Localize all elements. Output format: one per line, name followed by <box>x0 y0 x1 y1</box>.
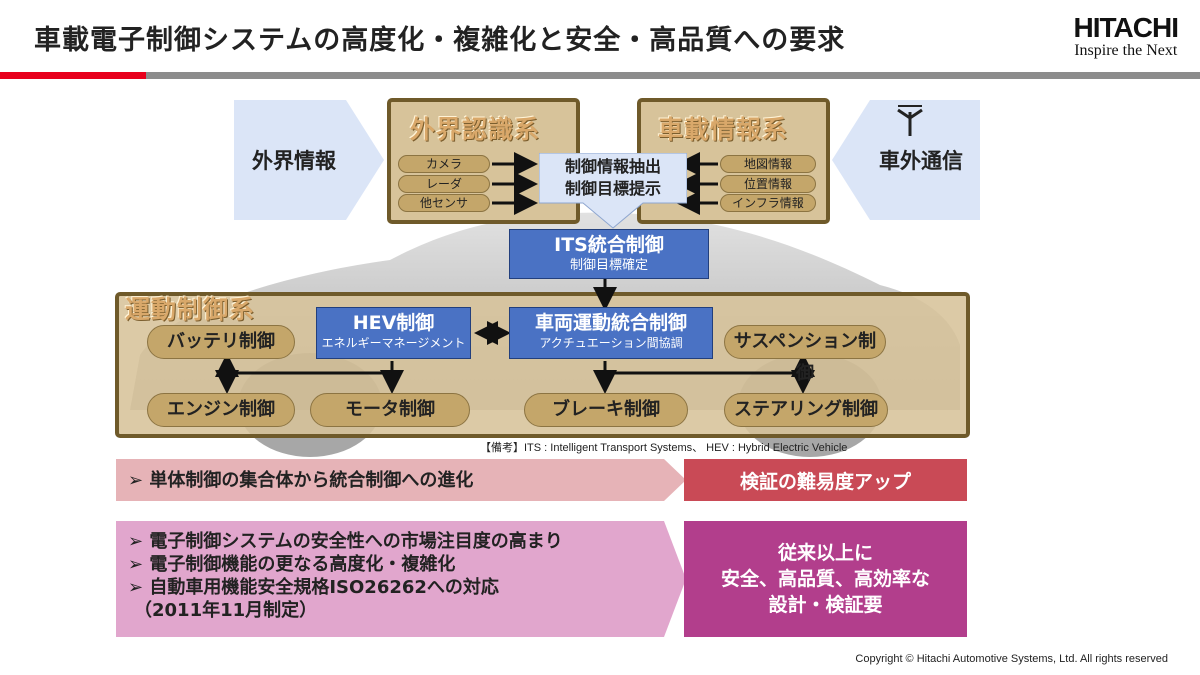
vehicle-motion-sub: アクチュエーション間協調 <box>539 336 683 350</box>
row2-result: 従来以上に 安全、高品質、高効率な 設計・検証要 <box>684 521 967 637</box>
row2-bullet-2: ➢ 電子制御機能の更なる高度化・複雑化 <box>128 554 456 575</box>
external-comm-arrow <box>832 100 980 220</box>
row1-arrow <box>116 459 686 501</box>
row2-bullet-3: ➢ 自動車用機能安全規格ISO26262への対応 <box>128 577 499 598</box>
external-info-label: 外界情報 <box>252 149 336 173</box>
engine-control: エンジン制御 <box>147 393 295 427</box>
other-sensor-item: 他センサ <box>398 194 490 212</box>
sensor-arrows <box>492 152 718 215</box>
logo-tagline: Inspire the Next <box>1074 42 1178 59</box>
row2-arrow <box>116 521 686 637</box>
external-info-arrow <box>234 100 384 220</box>
row2-bullet-3-note: （2011年11月制定） <box>134 600 318 621</box>
extraction-shape <box>539 153 687 229</box>
header-divider-bar <box>146 72 1200 79</box>
row1-result: 検証の難易度アップ <box>684 459 967 501</box>
position-info-item: 位置情報 <box>720 175 816 193</box>
steering-control: ステアリング制御 <box>724 393 888 427</box>
row2-result-line3: 設計・検証要 <box>768 594 883 616</box>
its-main: ITS統合制御 <box>554 234 664 256</box>
map-info-item: 地図情報 <box>720 155 816 173</box>
row1-bullet: ➢ 単体制御の集合体から統合制御への進化 <box>128 470 474 491</box>
suspension-control: サスペンション制御 <box>724 325 886 384</box>
vehicle-motion-main: 車両運動統合制御 <box>534 312 687 334</box>
row2-bullet-1: ➢ 電子制御システムの安全性への市場注目度の高まり <box>128 531 563 552</box>
its-sub: 制御目標確定 <box>569 258 648 273</box>
hev-main: HEV制御 <box>352 312 435 334</box>
brake-control: ブレーキ制御 <box>524 393 688 427</box>
extraction-line2: 制御目標提示 <box>564 179 661 198</box>
hitachi-logo: HITACHI Inspire the Next <box>1073 12 1179 60</box>
battery-control: バッテリ制御 <box>147 325 295 359</box>
motion-connectors <box>215 279 815 394</box>
motor-control: モータ制御 <box>310 393 470 427</box>
logo-brand: HITACHI <box>1073 12 1179 43</box>
radar-item: レーダ <box>398 175 490 193</box>
header-accent-bar <box>0 72 146 79</box>
footnote: 【備考】ITS : Intelligent Transport Systems、… <box>480 442 848 454</box>
infra-info-item: インフラ情報 <box>720 194 816 212</box>
vehicle-motion-control-box: 車両運動統合制御 アクチュエーション間協調 <box>509 307 713 359</box>
page-title: 車載電子制御システムの高度化・複雑化と安全・高品質への要求 <box>34 25 846 56</box>
antenna-icon <box>897 105 923 136</box>
external-comm-label: 車外通信 <box>879 149 963 173</box>
hev-control-box: HEV制御 エネルギーマネージメント <box>316 307 471 359</box>
row2-result-line2: 安全、高品質、高効率な <box>720 568 930 590</box>
recognition-title: 外界認識系 <box>410 115 541 144</box>
extraction-line1: 制御情報抽出 <box>564 157 661 176</box>
copyright: Copyright © Hitachi Automotive Systems, … <box>855 653 1168 665</box>
vehicle-info-title: 車載情報系 <box>658 115 789 144</box>
motion-title: 運動制御系 <box>125 295 256 324</box>
hev-sub: エネルギーマネージメント <box>321 336 466 350</box>
camera-item: カメラ <box>398 155 490 173</box>
its-control-box: ITS統合制御 制御目標確定 <box>509 229 709 279</box>
row2-result-line1: 従来以上に <box>777 542 873 564</box>
